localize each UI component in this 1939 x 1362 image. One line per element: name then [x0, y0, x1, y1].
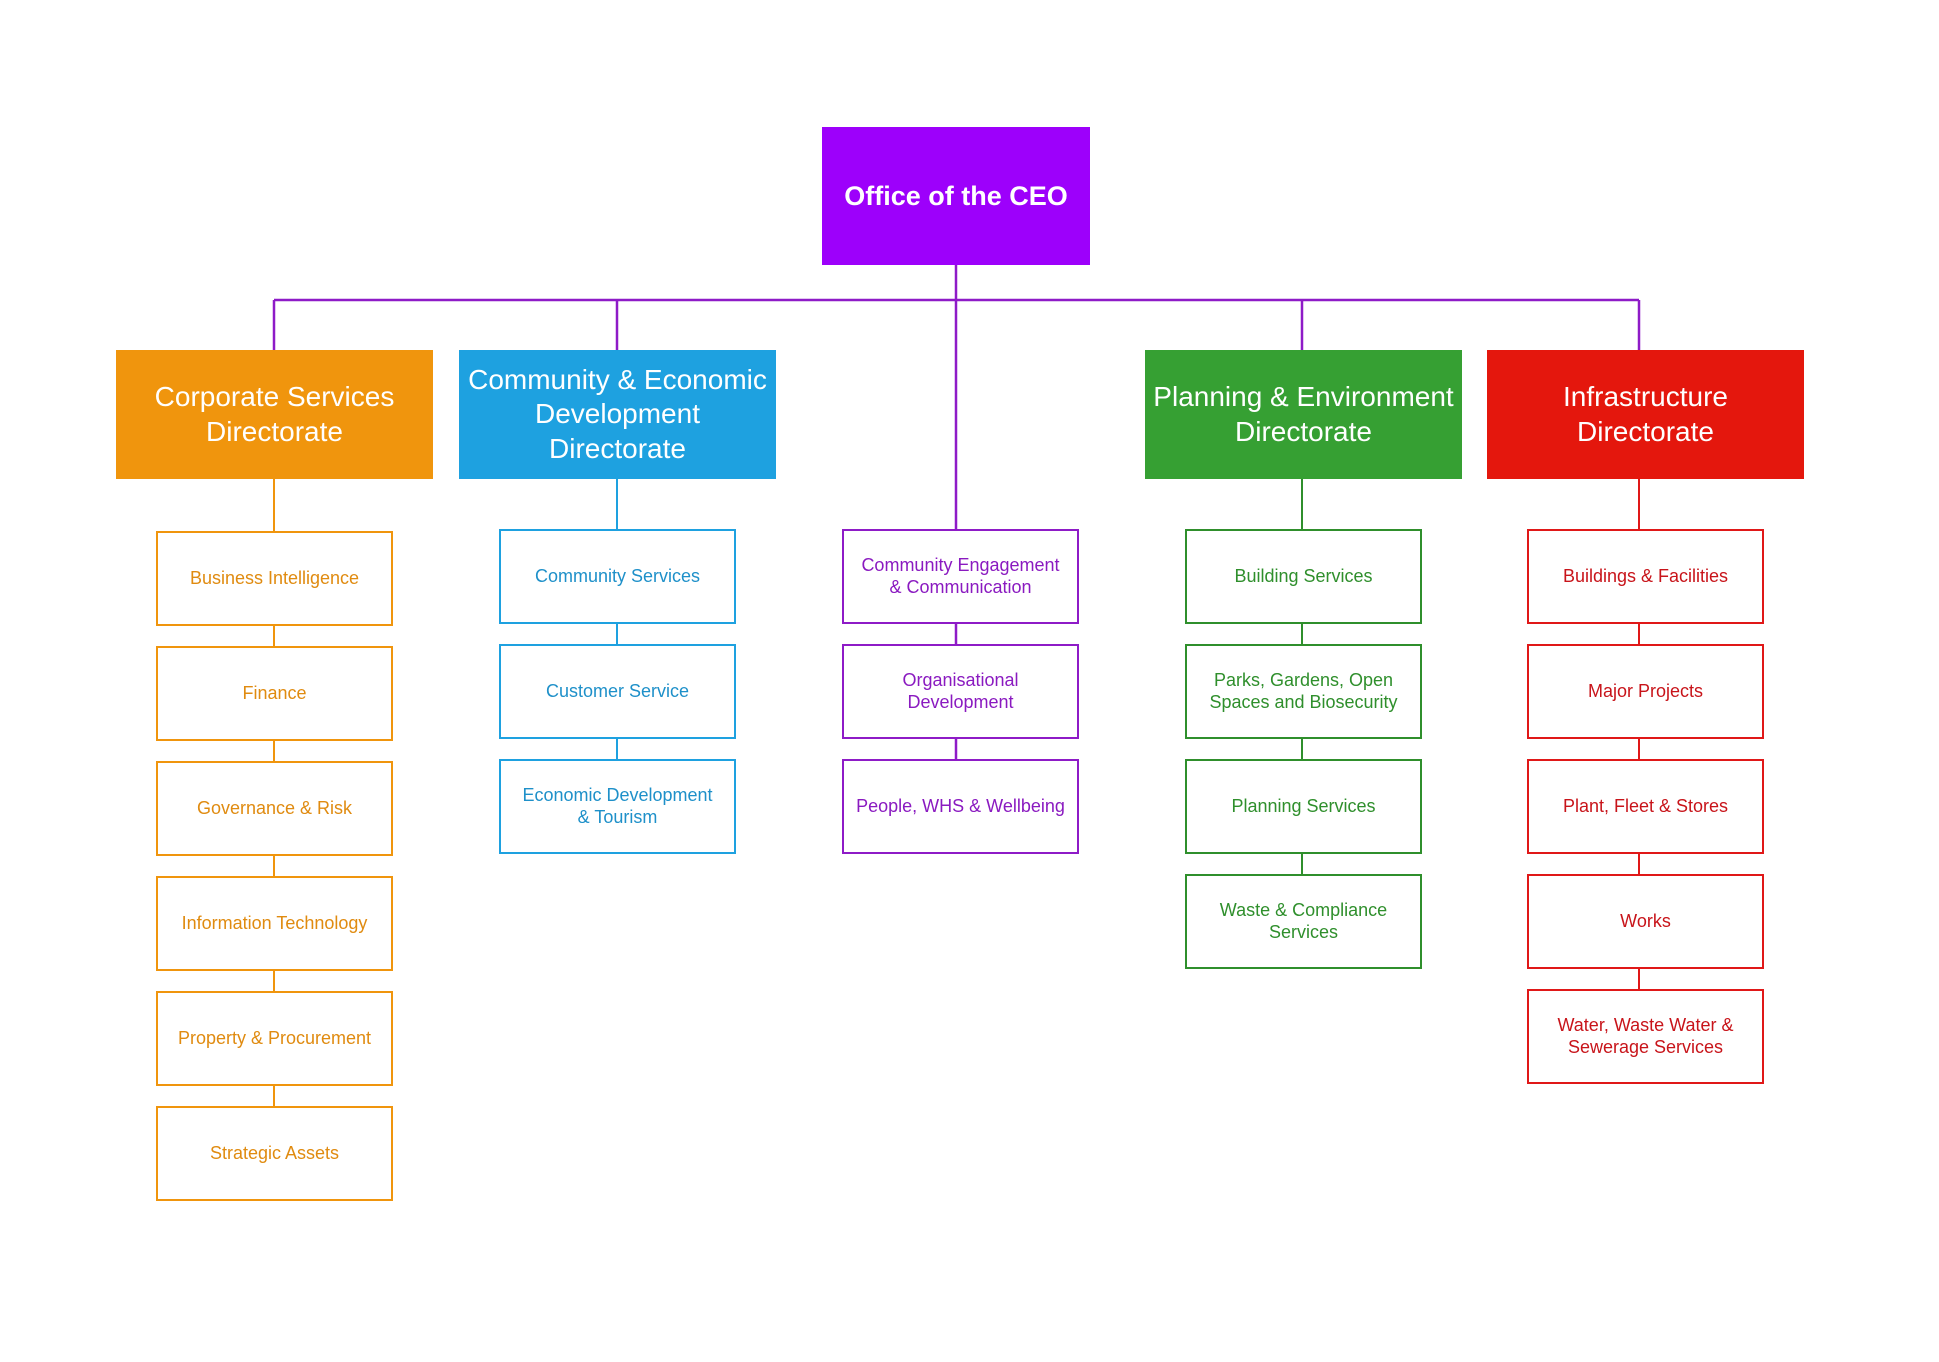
unit-community-services: Community Services	[499, 529, 736, 624]
unit-label: Community Services	[534, 565, 701, 586]
unit-building-services: Building Services	[1185, 529, 1422, 624]
corporate-directorate-label: Corporate Services Directorate	[154, 381, 395, 447]
unit-information-technology: Information Technology	[156, 876, 393, 971]
ceo-box: Office of the CEO	[822, 127, 1090, 265]
unit-strategic-assets: Strategic Assets	[156, 1106, 393, 1201]
unit-label: Parks, Gardens, Open Spaces and Biosecur…	[1209, 669, 1398, 712]
planning-directorate-label: Planning & Environment Directorate	[1153, 381, 1454, 447]
unit-label: Works	[1620, 910, 1671, 931]
unit-label: Economic Development & Tourism	[522, 784, 713, 827]
unit-works: Works	[1527, 874, 1764, 969]
unit-plant-fleet-stores: Plant, Fleet & Stores	[1527, 759, 1764, 854]
unit-label: Business Intelligence	[189, 567, 360, 588]
unit-label: Planning Services	[1231, 795, 1376, 816]
unit-organisational-development: Organisational Development	[842, 644, 1079, 739]
unit-governance-risk: Governance & Risk	[156, 761, 393, 856]
unit-major-projects: Major Projects	[1527, 644, 1764, 739]
corporate-services-directorate: Corporate Services Directorate	[116, 350, 433, 479]
unit-people-whs-wellbeing: People, WHS & Wellbeing	[842, 759, 1079, 854]
unit-label: Water, Waste Water & Sewerage Services	[1557, 1014, 1734, 1057]
unit-label: Property & Procurement	[177, 1027, 372, 1048]
unit-buildings-facilities: Buildings & Facilities	[1527, 529, 1764, 624]
community-directorate-label: Community & Economic Development Directo…	[468, 364, 767, 464]
unit-planning-services: Planning Services	[1185, 759, 1422, 854]
unit-label: Major Projects	[1587, 680, 1704, 701]
unit-label: Plant, Fleet & Stores	[1562, 795, 1729, 816]
unit-label: Information Technology	[181, 912, 368, 933]
ceo-label: Office of the CEO	[844, 180, 1068, 211]
infrastructure-directorate-label: Infrastructure Directorate	[1563, 381, 1728, 447]
unit-water-waste-water-sewerage-services: Water, Waste Water & Sewerage Services	[1527, 989, 1764, 1084]
unit-label: Strategic Assets	[209, 1142, 340, 1163]
infrastructure-directorate: Infrastructure Directorate	[1487, 350, 1804, 479]
unit-label: Customer Service	[545, 680, 690, 701]
unit-label: Community Engagement & Communication	[861, 554, 1060, 597]
unit-label: Building Services	[1234, 565, 1373, 586]
unit-label: Governance & Risk	[196, 797, 353, 818]
unit-label: People, WHS & Wellbeing	[856, 795, 1065, 816]
unit-label: Organisational Development	[902, 669, 1019, 712]
unit-community-engagement-communication: Community Engagement & Communication	[842, 529, 1079, 624]
unit-label: Finance	[242, 682, 307, 703]
planning-environment-directorate: Planning & Environment Directorate	[1145, 350, 1462, 479]
community-economic-development-directorate: Community & Economic Development Directo…	[459, 350, 776, 479]
unit-label: Waste & Compliance Services	[1219, 899, 1388, 942]
unit-label: Buildings & Facilities	[1562, 565, 1729, 586]
unit-parks-gardens-open-spaces-biosecurity: Parks, Gardens, Open Spaces and Biosecur…	[1185, 644, 1422, 739]
unit-finance: Finance	[156, 646, 393, 741]
unit-property-procurement: Property & Procurement	[156, 991, 393, 1086]
unit-economic-development-tourism: Economic Development & Tourism	[499, 759, 736, 854]
unit-customer-service: Customer Service	[499, 644, 736, 739]
unit-waste-compliance-services: Waste & Compliance Services	[1185, 874, 1422, 969]
unit-business-intelligence: Business Intelligence	[156, 531, 393, 626]
